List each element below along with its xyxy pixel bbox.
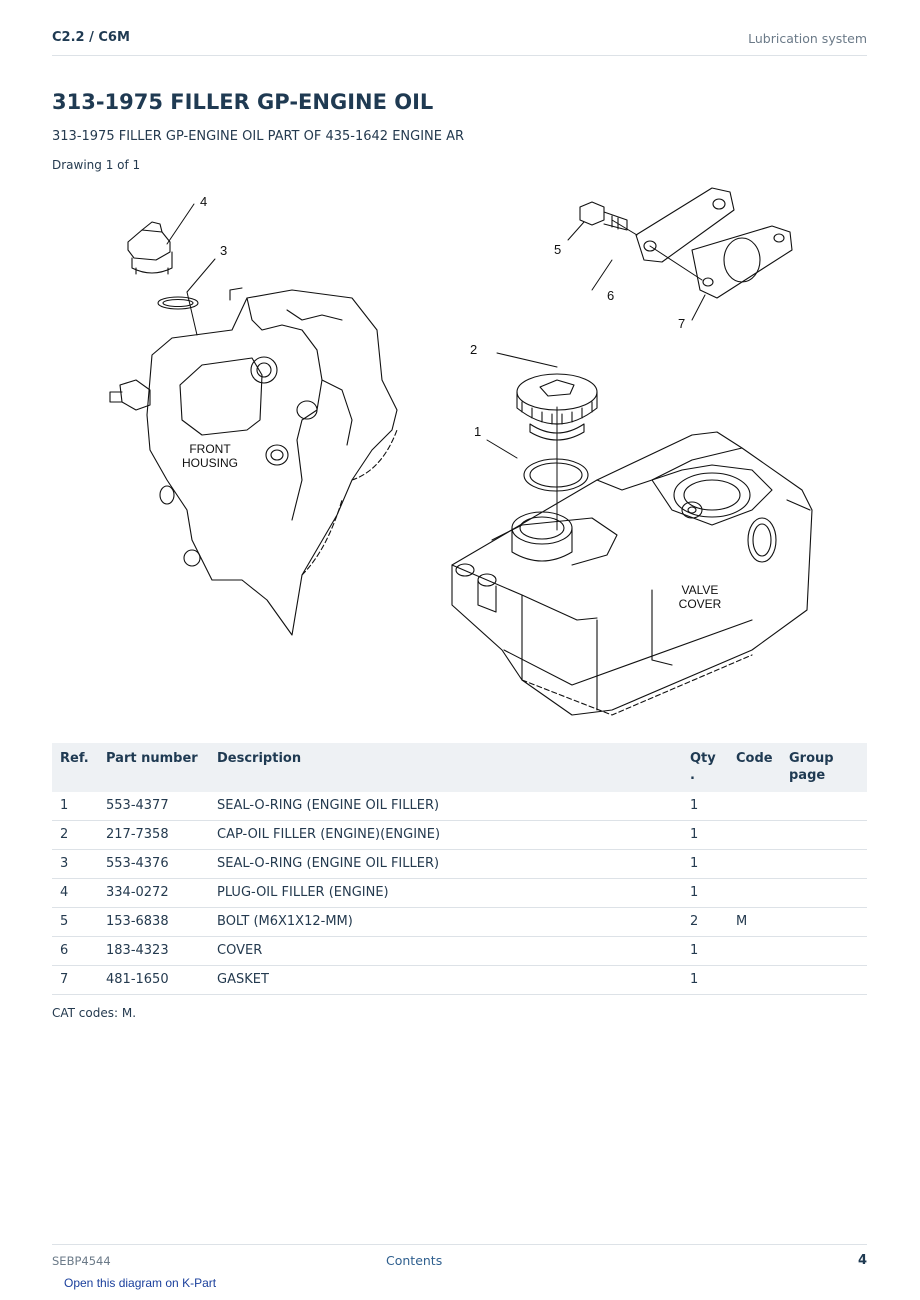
valve-cover-label: VALVE (682, 583, 719, 597)
code-cell (728, 849, 781, 879)
group-page-cell (781, 936, 867, 966)
qty-cell: 1 (682, 878, 728, 908)
table-row: 3 553-4376 SEAL-O-RING (ENGINE OIL FILLE… (52, 849, 867, 879)
table-header-row: Ref. Part number Description Qty . Code … (52, 743, 867, 792)
code-cell: M (728, 907, 781, 937)
code-cell (728, 965, 781, 995)
description-cell: CAP-OIL FILLER (ENGINE)(ENGINE) (209, 820, 682, 850)
code-cell (728, 792, 781, 821)
code-cell (728, 936, 781, 966)
ref-cell: 4 (52, 878, 98, 908)
model-label: C2.2 / C6M (52, 30, 130, 45)
group-page-cell (781, 820, 867, 850)
ref-cell: 1 (52, 792, 98, 821)
contents-link[interactable]: Contents (386, 1253, 443, 1268)
callout-labels: 1 2 3 4 5 6 7 (200, 194, 685, 439)
part-number-cell: 481-1650 (98, 965, 209, 995)
description-cell: COVER (209, 936, 682, 966)
callout-2: 2 (470, 342, 477, 357)
section-label: Lubrication system (748, 31, 867, 46)
oil-filler-plug-drawing (127, 221, 199, 310)
table-row: 4 334-0272 PLUG-OIL FILLER (ENGINE) 1 (52, 878, 867, 908)
qty-cell: 2 (682, 907, 728, 937)
diagram-annotations: FRONT HOUSING VALVE COVER (182, 442, 722, 611)
callout-6: 6 (607, 288, 614, 303)
cat-codes-note: CAT codes: M. (52, 1006, 137, 1020)
ref-cell: 2 (52, 820, 98, 850)
part-number-cell: 334-0272 (98, 878, 209, 908)
qty-cell: 1 (682, 936, 728, 966)
group-page-cell (781, 878, 867, 908)
qty-cell: 1 (682, 965, 728, 995)
group-page-cell (781, 792, 867, 821)
ref-column-header: Ref. (52, 743, 98, 792)
callout-1: 1 (474, 424, 481, 439)
parts-table: Ref. Part number Description Qty . Code … (52, 743, 867, 995)
valve-cover-drawing (451, 431, 813, 716)
description-cell: BOLT (M6X1X12-MM) (209, 907, 682, 937)
code-cell (728, 820, 781, 850)
code-cell (728, 878, 781, 908)
part-number-cell: 153-6838 (98, 907, 209, 937)
part-number-cell: 217-7358 (98, 820, 209, 850)
leader-lines (166, 203, 706, 531)
callout-3: 3 (220, 243, 227, 258)
callout-5: 5 (554, 242, 561, 257)
page-footer: SEBP4544 Contents 4 (52, 1244, 867, 1275)
bolt-cover-gasket-drawing (579, 187, 793, 299)
description-cell: GASKET (209, 965, 682, 995)
group-page-cell (781, 849, 867, 879)
qty-cell: 1 (682, 792, 728, 821)
table-row: 6 183-4323 COVER 1 (52, 936, 867, 966)
part-number-cell: 183-4323 (98, 936, 209, 966)
group-page-cell (781, 907, 867, 937)
callout-7: 7 (678, 316, 685, 331)
front-housing-label: FRONT (189, 442, 231, 456)
description-cell: SEAL-O-RING (ENGINE OIL FILLER) (209, 792, 682, 821)
front-housing-drawing (109, 287, 398, 636)
code-column-header: Code (728, 743, 781, 792)
ref-cell: 3 (52, 849, 98, 879)
table-row: 7 481-1650 GASKET 1 (52, 965, 867, 995)
qty-cell: 1 (682, 849, 728, 879)
page-number: 4 (857, 1253, 867, 1268)
table-row: 5 153-6838 BOLT (M6X1X12-MM) 2 M (52, 907, 867, 937)
group-page-cell (781, 965, 867, 995)
page-header: C2.2 / C6M Lubrication system (52, 28, 867, 56)
drawing-label: Drawing 1 of 1 (52, 158, 141, 172)
part-number-cell: 553-4376 (98, 849, 209, 879)
table-row: 1 553-4377 SEAL-O-RING (ENGINE OIL FILLE… (52, 792, 867, 821)
qty-cell: 1 (682, 820, 728, 850)
page-subtitle: 313-1975 FILLER GP-ENGINE OIL PART OF 43… (52, 129, 465, 144)
parts-diagram: 1 2 3 4 5 6 7 FRONT HOUSING VALVE COVER (109, 187, 813, 716)
front-housing-label: HOUSING (182, 456, 238, 470)
table-row: 2 217-7358 CAP-OIL FILLER (ENGINE)(ENGIN… (52, 820, 867, 850)
description-column-header: Description (209, 743, 682, 792)
group-page-column-header: Group page (781, 743, 867, 792)
description-cell: PLUG-OIL FILLER (ENGINE) (209, 878, 682, 908)
ref-cell: 5 (52, 907, 98, 937)
ref-cell: 7 (52, 965, 98, 995)
document-id: SEBP4544 (52, 1254, 111, 1268)
valve-cover-label: COVER (679, 597, 722, 611)
qty-column-header: Qty . (682, 743, 728, 792)
description-cell: SEAL-O-RING (ENGINE OIL FILLER) (209, 849, 682, 879)
part-number-column-header: Part number (98, 743, 209, 792)
ref-cell: 6 (52, 936, 98, 966)
callout-4: 4 (200, 194, 207, 209)
page-title: 313-1975 FILLER GP-ENGINE OIL (52, 90, 434, 114)
kpart-link[interactable]: Open this diagram on K-Part (64, 1276, 217, 1290)
part-number-cell: 553-4377 (98, 792, 209, 821)
